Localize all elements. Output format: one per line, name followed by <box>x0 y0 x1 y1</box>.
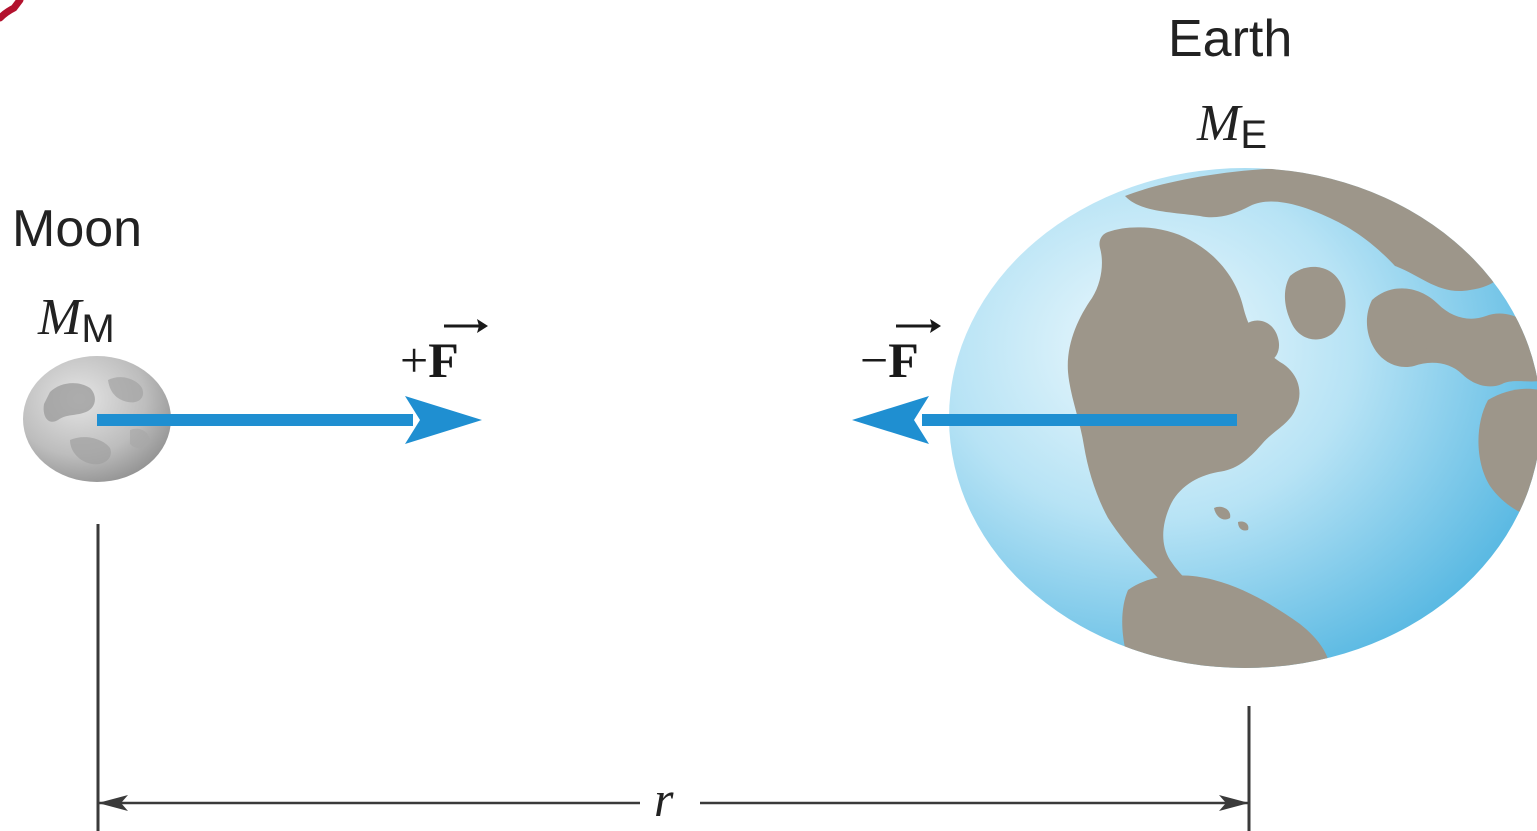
earth-mass-label: ME <box>1196 95 1267 157</box>
force-sign-positive: + <box>400 332 428 388</box>
svg-text:+F: +F <box>400 332 459 388</box>
distance-label: r <box>654 771 674 827</box>
force-symbol-negative: F <box>888 332 919 388</box>
distance-dimension: r <box>96 524 1251 831</box>
moon-mass-symbol: M <box>37 289 84 346</box>
moon-mass-subscript: M <box>81 307 114 351</box>
force-arrow-on-earth <box>852 396 1237 444</box>
force-label-positive: +F <box>400 319 488 388</box>
force-label-negative: −F <box>860 319 941 388</box>
corner-accent-stroke <box>0 0 24 22</box>
force-sign-negative: − <box>860 332 888 388</box>
vector-arrow-icon <box>896 319 941 333</box>
earth-mass-symbol: M <box>1196 95 1243 152</box>
vector-arrow-icon <box>444 319 488 333</box>
moon-name-label: Moon <box>12 200 142 258</box>
force-symbol-positive: F <box>428 332 459 388</box>
earth-globe <box>949 168 1537 668</box>
earth-name-label: Earth <box>1168 10 1292 68</box>
moon-mass-label: MM <box>37 289 115 351</box>
svg-text:−F: −F <box>860 332 919 388</box>
force-arrow-on-moon <box>97 396 482 444</box>
earth-mass-subscript: E <box>1240 113 1267 157</box>
